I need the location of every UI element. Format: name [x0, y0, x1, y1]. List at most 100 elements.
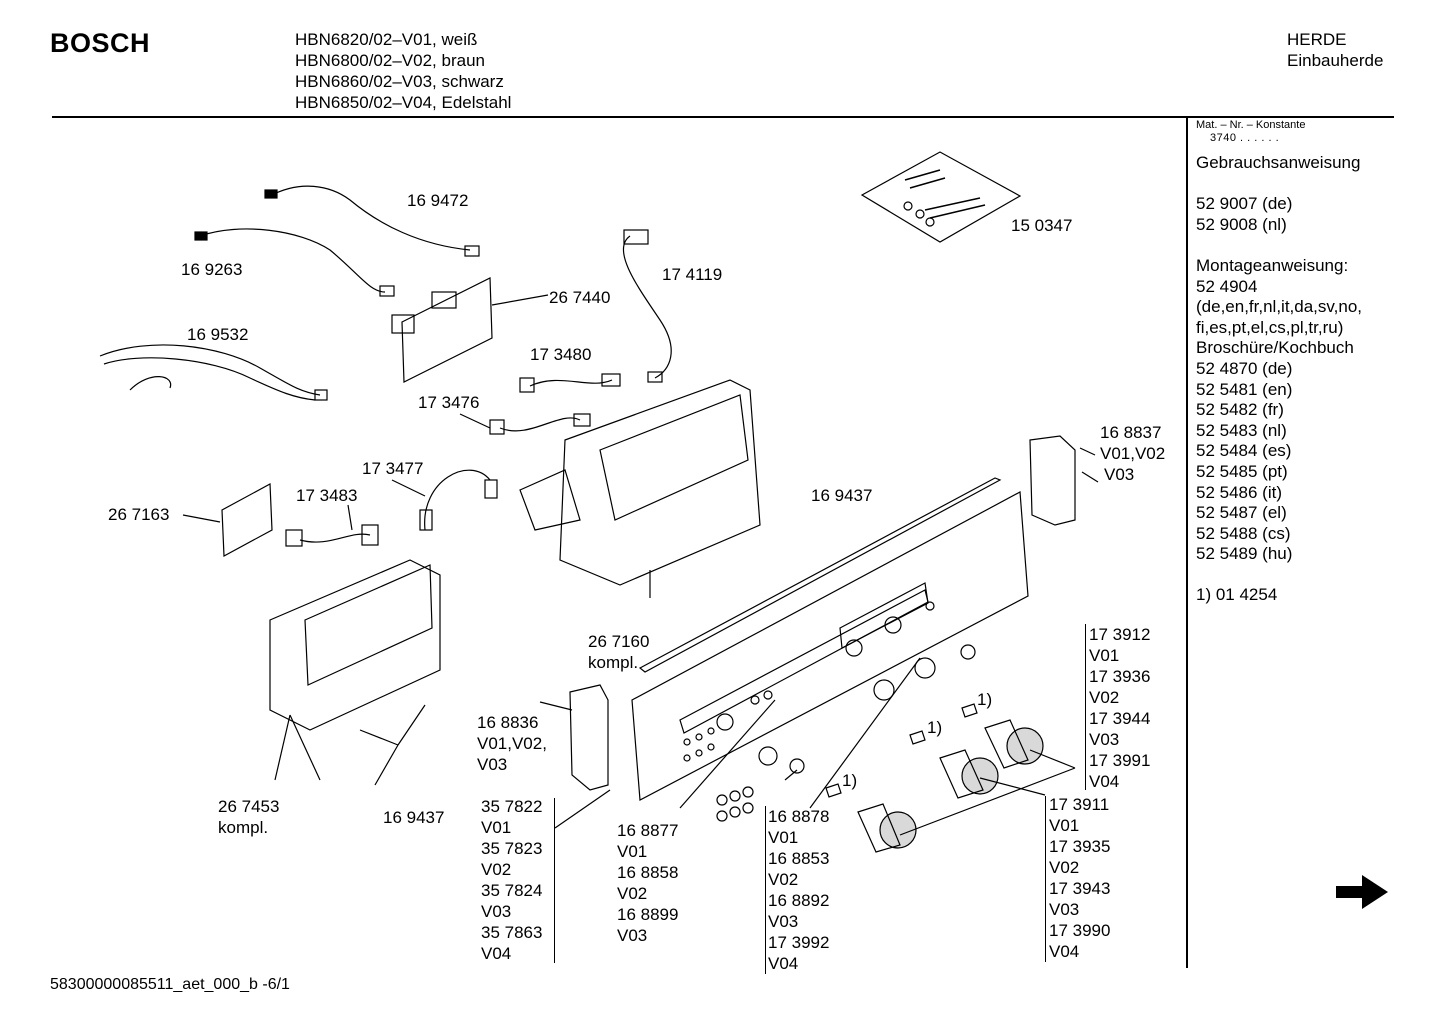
variant-line: V02 — [1049, 858, 1080, 877]
variant-line: 16 8899 — [617, 905, 679, 924]
cable-174119 — [622, 229, 672, 383]
part-label-267160: 26 7160 kompl. — [588, 631, 649, 673]
label-line: V01,V02 — [1100, 444, 1166, 463]
category-title: HERDE Einbauherde — [1287, 29, 1383, 71]
label-line: 26 7453 — [218, 797, 280, 816]
variant-line: 17 3990 — [1049, 921, 1111, 940]
part-label: 16 9532 — [187, 325, 249, 344]
bracket-168837 — [1029, 435, 1096, 526]
label-line: kompl. — [218, 818, 269, 837]
control-panel — [631, 477, 1029, 801]
board-267440 — [391, 277, 549, 383]
variant-line: V04 — [481, 944, 512, 963]
variant-line: 17 3991 — [1089, 751, 1151, 770]
group-bracket — [554, 798, 555, 963]
sidebar-line: 52 4870 (de) — [1196, 358, 1293, 378]
cable-169263 — [194, 228, 395, 297]
harness-173483 — [285, 504, 379, 547]
sidebar-line: 52 5483 (nl) — [1196, 420, 1287, 440]
variant-line: V03 — [1089, 730, 1120, 749]
variant-line: V03 — [481, 902, 512, 921]
variant-line: 35 7824 — [481, 881, 543, 900]
variant-line: V01 — [617, 842, 648, 861]
part-label: 17 3483 — [296, 486, 358, 505]
model-line: HBN6850/02–V04, Edelstahl — [295, 93, 512, 112]
sidebar-line — [1196, 235, 1362, 256]
part-label-168836: 16 8836 V01,V02, V03 — [477, 712, 547, 775]
sidebar-line: Montageanweisung: — [1196, 255, 1349, 275]
group-bracket — [1045, 796, 1046, 962]
label-line: V03 — [477, 755, 508, 774]
sidebar-line: 52 9008 (nl) — [1196, 214, 1287, 234]
knob-set — [716, 644, 1044, 853]
group-bracket — [1085, 624, 1086, 790]
brand-logo: BOSCH — [50, 28, 151, 58]
sidebar-line: 52 5487 (el) — [1196, 503, 1287, 523]
variant-line: 17 3944 — [1089, 709, 1151, 728]
variant-line: V02 — [617, 884, 648, 903]
variant-line: 17 3911 — [1049, 795, 1110, 814]
part-label: 17 3477 — [362, 459, 424, 478]
part-label-168837: 16 8837 V01,V02 V03 — [1100, 422, 1165, 485]
category-line: Einbauherde — [1287, 51, 1384, 70]
harness-173480 — [519, 373, 621, 393]
part-label: 17 3480 — [530, 345, 592, 364]
model-line: HBN6860/02–V03, schwarz — [295, 72, 504, 91]
sidebar-line: 52 4904 — [1196, 276, 1258, 296]
header-divider — [52, 116, 1394, 118]
variant-line: V01 — [1049, 816, 1080, 835]
variant-line: 17 3912 — [1089, 625, 1151, 644]
sidebar-line: 52 5482 (fr) — [1196, 400, 1284, 420]
part-label: 17 4119 — [662, 265, 723, 284]
part-label-267453: 26 7453 kompl. — [218, 796, 279, 838]
harness-173477 — [391, 469, 498, 531]
housing-267160 — [519, 379, 761, 598]
sidebar-line: 52 5488 (cs) — [1196, 523, 1291, 543]
variant-line: V03 — [1049, 900, 1080, 919]
footnote-marker: 1) — [842, 771, 858, 790]
part-label: 16 9263 — [181, 260, 243, 279]
part-label: 17 3476 — [418, 393, 480, 412]
variant-line: V02 — [481, 860, 512, 879]
sidebar-line: 52 9007 (de) — [1196, 194, 1293, 214]
model-line: HBN6820/02–V01, weiß — [295, 30, 478, 49]
variant-line: V03 — [768, 912, 799, 931]
variant-line: 17 3935 — [1049, 837, 1111, 856]
cable-169472 — [264, 185, 480, 257]
sidebar-line: fi,es,pt,el,cs,pl,tr,ru) — [1196, 317, 1344, 337]
variant-group-173912: 17 3912 V01 17 3936 V02 17 3944 V03 17 3… — [1089, 624, 1150, 792]
board-267163 — [182, 483, 273, 557]
label-line: kompl. — [588, 653, 639, 672]
sidebar-line — [1196, 174, 1362, 195]
arrow-right-icon[interactable] — [1334, 872, 1390, 917]
sidebar-line: 52 5485 (pt) — [1196, 461, 1288, 481]
sidebar-line: 52 5489 (hu) — [1196, 544, 1293, 564]
variant-line: 17 3936 — [1089, 667, 1151, 686]
document-id: 58300000085511_aet_000_b -6/1 — [50, 976, 290, 993]
sidebar-info: Mat. – Nr. – Konstante 3740 . . . . . . … — [1196, 119, 1362, 606]
variant-group-173911: 17 3911 V01 17 3935 V02 17 3943 V03 17 3… — [1049, 794, 1110, 962]
part-label: 26 7163 — [108, 505, 170, 524]
sidebar-line: 52 5484 (es) — [1196, 441, 1292, 461]
label-line: V01,V02, — [477, 734, 547, 753]
leader-lines — [359, 471, 1099, 836]
mat-value: 3740 . . . . . . — [1210, 132, 1280, 144]
mat-label: Mat. – Nr. – Konstante — [1196, 119, 1306, 131]
variant-line: V03 — [617, 926, 648, 945]
sidebar-line: 1) 01 4254 — [1196, 585, 1278, 605]
module-267453 — [269, 559, 441, 781]
variant-line: 16 8858 — [617, 863, 679, 882]
sidebar-line: 52 5486 (it) — [1196, 482, 1282, 502]
cable-169532 — [99, 344, 328, 401]
variant-line: 35 7863 — [481, 923, 543, 942]
sidebar-line: Broschüre/Kochbuch — [1196, 338, 1354, 358]
variant-line: V04 — [1049, 942, 1080, 961]
part-label: 26 7440 — [549, 288, 611, 307]
sidebar-line: 52 5481 (en) — [1196, 379, 1293, 399]
variant-line: 16 8892 — [768, 891, 830, 910]
label-line: 26 7160 — [588, 632, 650, 651]
model-list: HBN6820/02–V01, weiß HBN6800/02–V02, bra… — [295, 29, 511, 113]
category-line: HERDE — [1287, 30, 1347, 49]
sidebar-line: (de,en,fr,nl,it,da,sv,no, — [1196, 297, 1362, 317]
variant-line: 16 8877 — [617, 821, 679, 840]
